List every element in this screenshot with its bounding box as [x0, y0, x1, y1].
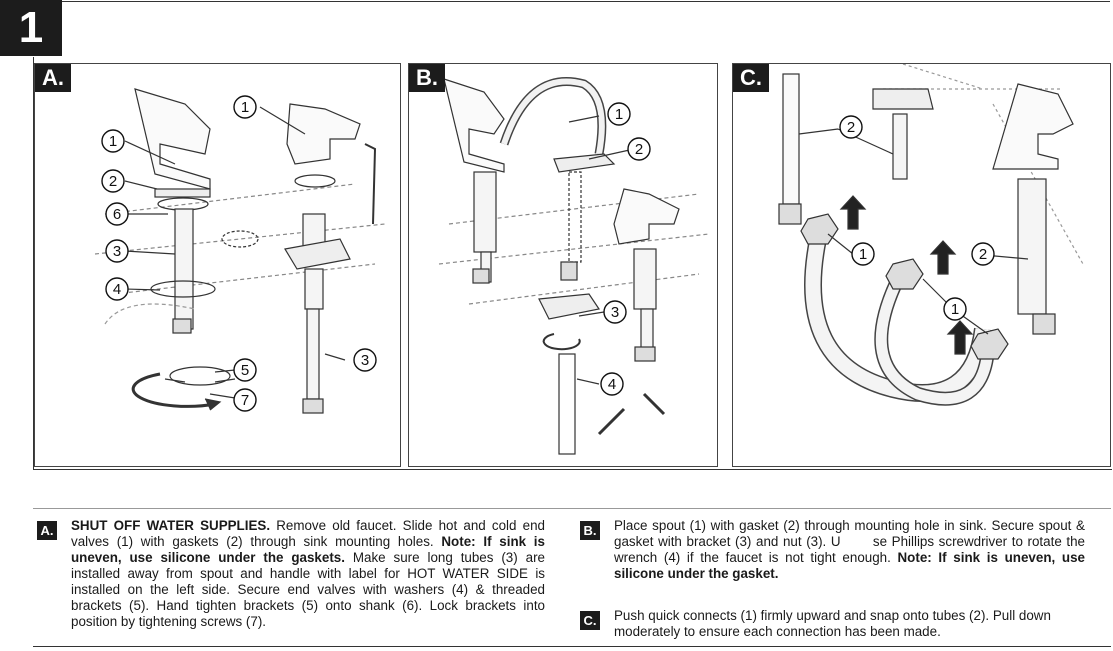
panel-b-callouts: 1 2 3 4	[600, 102, 651, 396]
panel-a: 1 2 6 3 4 5 7 1 3 A.	[34, 63, 401, 467]
callout-label: 1	[859, 246, 867, 263]
instruction-b-text: Place spout (1) with gasket (2) through …	[614, 518, 1085, 582]
callout-label: 1	[951, 301, 959, 318]
callout-label: 2	[979, 246, 987, 263]
callout-label: 2	[635, 141, 643, 158]
panel-a-callouts: 1 2 6 3 4 5 7 1 3	[101, 95, 377, 412]
panel-b: 1 2 3 4 B.	[408, 63, 718, 467]
step-number-badge: 1	[0, 0, 62, 56]
instruction-a-lead: SHUT OFF WATER SUPPLIES.	[71, 518, 271, 533]
bottom-rule	[33, 646, 1111, 647]
panel-a-tag: A.	[35, 64, 71, 92]
callout-label: 5	[241, 362, 249, 379]
section-divider	[33, 508, 1111, 509]
instruction-c-badge: C.	[580, 611, 600, 630]
instruction-a-note: Note: If sink is uneven, use silicone un…	[71, 534, 545, 565]
instruction-a-text: SHUT OFF WATER SUPPLIES. Remove old fauc…	[71, 518, 545, 630]
instruction-b-body: Place spout (1) with gasket (2) through …	[614, 518, 1085, 565]
panel-c-illustration: 2 1 2 1	[778, 64, 1084, 406]
instruction-b: B. Place spout (1) with gasket (2) throu…	[580, 518, 1085, 582]
panel-a-illustration: 1 2 6 3 4 5 7 1 3	[94, 88, 386, 414]
callout-label: 3	[113, 243, 121, 260]
callout-label: 1	[109, 133, 117, 150]
callout-label: 2	[847, 119, 855, 136]
callout-label: 3	[611, 304, 619, 321]
panel-b-tag: B.	[409, 64, 445, 92]
instruction-b-note: Note: If sink is uneven, use silicone un…	[614, 550, 1085, 581]
instruction-a-body1: Remove old faucet. Slide hot and cold en…	[71, 518, 545, 549]
callout-label: 4	[113, 281, 121, 298]
top-rule	[62, 1, 1110, 2]
instruction-a-badge: A.	[37, 521, 57, 540]
instruction-b-badge: B.	[580, 521, 600, 540]
callout-label: 4	[608, 376, 616, 393]
callout-label: 1	[615, 106, 623, 123]
panel-b-illustration: 1 2 3 4	[438, 77, 710, 455]
instruction-c-text: Push quick connects (1) firmly upward an…	[614, 608, 1051, 639]
callout-label: 6	[113, 206, 121, 223]
panel-c-callouts: 2 1 2 1	[839, 115, 995, 321]
instruction-c: C. Push quick connects (1) firmly upward…	[580, 608, 1085, 640]
instruction-a: A. SHUT OFF WATER SUPPLIES. Remove old f…	[37, 518, 545, 630]
panel-c: 2 1 2 1 C.	[732, 63, 1111, 467]
panel-c-tag: C.	[733, 64, 769, 92]
callout-label: 2	[109, 173, 117, 190]
callout-label: 3	[361, 352, 369, 369]
callout-label: 1	[241, 99, 249, 116]
instruction-a-body2: Make sure long tubes (3) are installed a…	[71, 550, 545, 629]
callout-label: 7	[241, 392, 249, 409]
illustration-frame	[33, 57, 1112, 470]
